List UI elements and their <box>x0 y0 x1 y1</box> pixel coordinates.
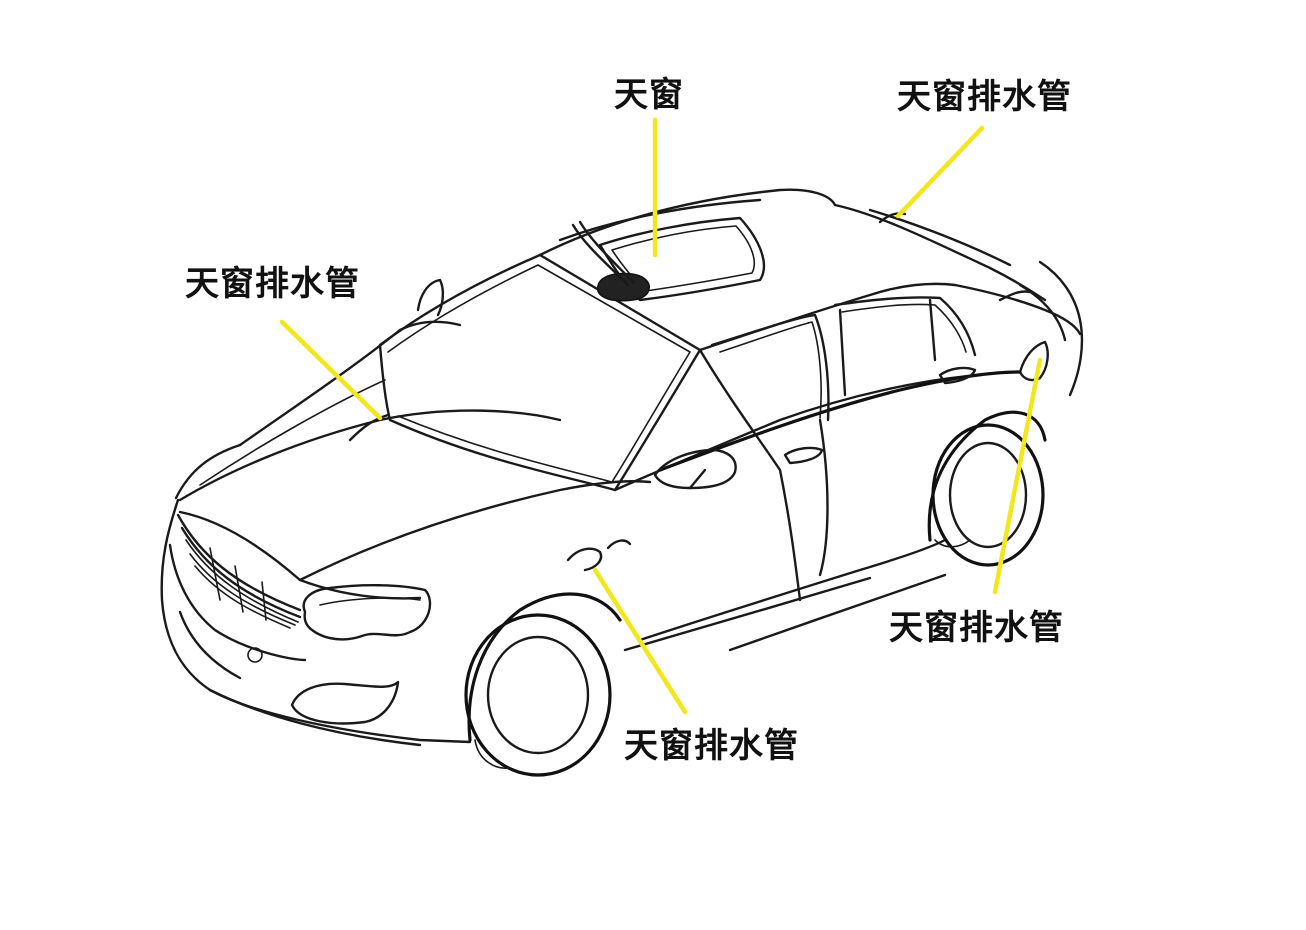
leader-drain-rear-top <box>895 125 985 219</box>
label-drain-front-wheel: 天窗排水管 <box>624 726 799 766</box>
label-drain-front-left: 天窗排水管 <box>185 264 360 304</box>
leader-drain-front-wheel <box>592 567 688 715</box>
leader-drain-front-left <box>279 319 383 421</box>
leader-lines <box>279 117 1043 715</box>
label-drain-rear-wheel: 天窗排水管 <box>889 608 1064 648</box>
car-body <box>160 188 1084 777</box>
label-drain-rear-top: 天窗排水管 <box>897 77 1072 117</box>
label-sunroof: 天窗 <box>614 75 684 115</box>
leader-drain-rear-wheel <box>992 357 1043 595</box>
